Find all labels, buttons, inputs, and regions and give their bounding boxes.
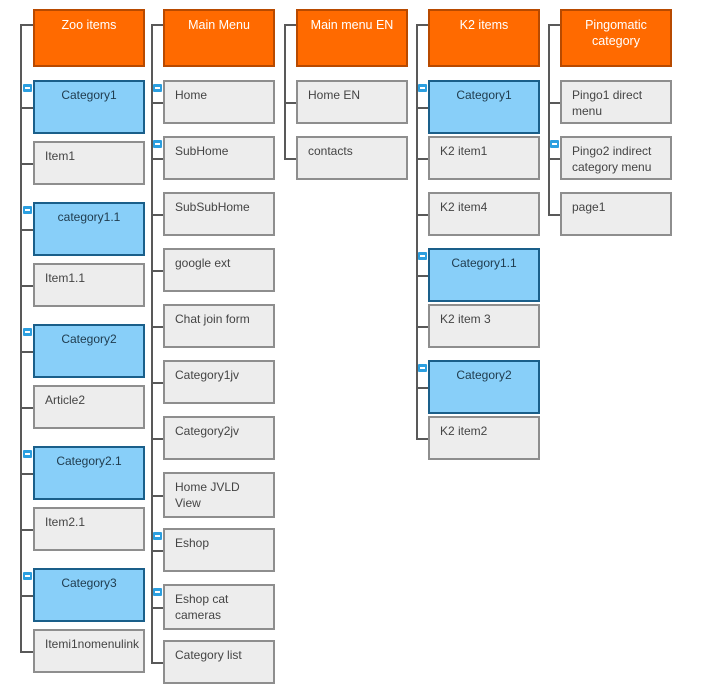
tree-connector (20, 24, 33, 26)
tree-connector (284, 158, 296, 160)
tree-trunk-line (548, 24, 550, 216)
tree-trunk-line (151, 24, 153, 664)
tree-connector (416, 275, 428, 277)
category-node-category1[interactable]: Category1 (33, 80, 145, 134)
tree-connector (151, 102, 163, 104)
collapse-toggle-icon[interactable] (417, 83, 428, 93)
tree-trunk-line (284, 24, 286, 160)
tree-connector (416, 24, 428, 26)
menu-item-node-item1-1[interactable]: Item1.1 (33, 263, 145, 307)
tree-connector (151, 550, 163, 552)
menu-item-node-pingo2-indirect-category-menu[interactable]: Pingo2 indirect category menu (560, 136, 672, 180)
tree-connector (20, 107, 33, 109)
menu-item-node-subhome[interactable]: SubHome (163, 136, 275, 180)
tree-connector (548, 158, 560, 160)
menu-item-node-eshop-cat-cameras[interactable]: Eshop cat cameras (163, 584, 275, 630)
menu-item-node-home[interactable]: Home (163, 80, 275, 124)
category-node-category2[interactable]: Category2 (33, 324, 145, 378)
menu-item-node-page1[interactable]: page1 (560, 192, 672, 236)
tree-connector (151, 24, 163, 26)
tree-trunk-line (20, 24, 22, 653)
collapse-toggle-icon[interactable] (22, 205, 33, 215)
menu-item-node-category-list[interactable]: Category list (163, 640, 275, 684)
tree-trunk-line (416, 24, 418, 440)
menu-item-node-home-jvld-view[interactable]: Home JVLD View (163, 472, 275, 518)
tree-connector (20, 285, 33, 287)
collapse-toggle-icon[interactable] (22, 571, 33, 581)
tree-connector (151, 662, 163, 664)
tree-connector (416, 158, 428, 160)
menu-item-node-pingo1-direct-menu[interactable]: Pingo1 direct menu (560, 80, 672, 124)
menu-item-node-chat-join-form[interactable]: Chat join form (163, 304, 275, 348)
tree-connector (20, 473, 33, 475)
menu-item-node-home-en[interactable]: Home EN (296, 80, 408, 124)
tree-connector (416, 107, 428, 109)
menu-item-node-google-ext[interactable]: google ext (163, 248, 275, 292)
tree-connector (284, 102, 296, 104)
collapse-toggle-icon[interactable] (152, 139, 163, 149)
tree-connector (416, 214, 428, 216)
category-node-category2[interactable]: Category2 (428, 360, 540, 414)
tree-connector (20, 407, 33, 409)
tree-connector (416, 387, 428, 389)
collapse-toggle-icon[interactable] (152, 587, 163, 597)
tree-connector (284, 24, 296, 26)
menu-item-node-k2-item2[interactable]: K2 item2 (428, 416, 540, 460)
menu-item-node-contacts[interactable]: contacts (296, 136, 408, 180)
collapse-toggle-icon[interactable] (417, 363, 428, 373)
menu-item-node-k2-item1[interactable]: K2 item1 (428, 136, 540, 180)
collapse-toggle-icon[interactable] (22, 83, 33, 93)
menu-item-node-itemi1nomenulink[interactable]: Itemi1nomenulink (33, 629, 145, 673)
menu-item-node-article2[interactable]: Article2 (33, 385, 145, 429)
column-header-k2-items: K2 items (428, 9, 540, 67)
tree-connector (151, 270, 163, 272)
tree-connector (416, 438, 428, 440)
category-node-category2-1[interactable]: Category2.1 (33, 446, 145, 500)
tree-connector (20, 229, 33, 231)
category-node-category1-1[interactable]: Category1.1 (428, 248, 540, 302)
menu-item-node-k2-item-3[interactable]: K2 item 3 (428, 304, 540, 348)
tree-connector (20, 595, 33, 597)
menu-item-node-k2-item4[interactable]: K2 item4 (428, 192, 540, 236)
menu-item-node-category1jv[interactable]: Category1jv (163, 360, 275, 404)
tree-connector (20, 529, 33, 531)
menu-item-node-subsubhome[interactable]: SubSubHome (163, 192, 275, 236)
menu-item-node-item1[interactable]: Item1 (33, 141, 145, 185)
collapse-toggle-icon[interactable] (22, 449, 33, 459)
tree-connector (151, 438, 163, 440)
tree-connector (20, 351, 33, 353)
category-node-category1[interactable]: Category1 (428, 80, 540, 134)
menu-item-node-eshop[interactable]: Eshop (163, 528, 275, 572)
collapse-toggle-icon[interactable] (417, 251, 428, 261)
category-node-category1-1[interactable]: category1.1 (33, 202, 145, 256)
collapse-toggle-icon[interactable] (152, 83, 163, 93)
column-header-main-menu-en: Main menu EN (296, 9, 408, 67)
collapse-toggle-icon[interactable] (22, 327, 33, 337)
column-header-zoo-items: Zoo items (33, 9, 145, 67)
tree-connector (548, 102, 560, 104)
collapse-toggle-icon[interactable] (152, 531, 163, 541)
tree-connector (416, 326, 428, 328)
tree-connector (548, 214, 560, 216)
tree-connector (151, 382, 163, 384)
tree-connector (20, 163, 33, 165)
tree-connector (151, 495, 163, 497)
tree-connector (151, 326, 163, 328)
menu-item-node-category2jv[interactable]: Category2jv (163, 416, 275, 460)
category-node-category3[interactable]: Category3 (33, 568, 145, 622)
tree-connector (20, 651, 33, 653)
column-header-pingomatic-category: Pingomatic category (560, 9, 672, 67)
column-header-main-menu: Main Menu (163, 9, 275, 67)
collapse-toggle-icon[interactable] (549, 139, 560, 149)
menu-item-node-item2-1[interactable]: Item2.1 (33, 507, 145, 551)
tree-connector (548, 24, 560, 26)
tree-connector (151, 607, 163, 609)
tree-connector (151, 214, 163, 216)
tree-connector (151, 158, 163, 160)
